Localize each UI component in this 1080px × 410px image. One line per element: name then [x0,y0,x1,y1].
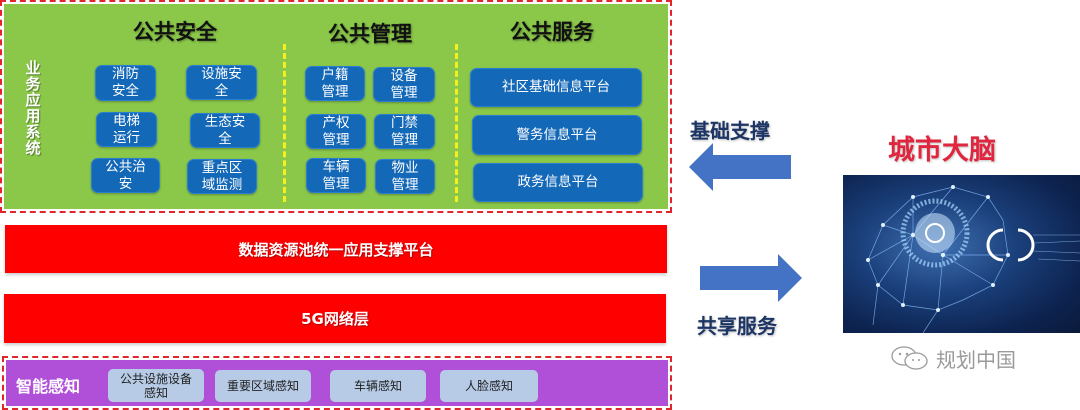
tile-label: 消防安全 [112,66,139,99]
tile-label: 公共治安 [105,158,146,192]
tile-facility-safety[interactable]: 设施安全 [186,65,257,100]
tile-label: 设备管理 [390,67,418,101]
tile-label: 户籍管理 [321,66,349,100]
watermark-text: 规划中国 [936,347,1016,372]
tile-property-services[interactable]: 物业管理 [375,159,435,194]
city-brain-image [843,175,1080,333]
business-apps-border [0,0,672,213]
side-label-text: 业务应用系统 [23,60,42,156]
tile-label: 政务信息平台 [517,174,599,190]
perception-item-vehicle[interactable]: 车辆感知 [330,370,426,402]
tile-government-info-platform[interactable]: 政务信息平台 [473,163,643,202]
left-arrow-icon [689,143,791,191]
tile-equipment-management[interactable]: 设备管理 [373,67,435,102]
network-layer: 5G网络层 [4,294,666,343]
tile-community-info-platform[interactable]: 社区基础信息平台 [470,68,642,107]
tile-elevator-operation[interactable]: 电梯运行 [96,112,157,147]
tile-label: 产权管理 [322,114,350,148]
city-brain-title: 城市大脑 [888,135,996,166]
data-platform-label: 数据资源池统一应用支撑平台 [238,240,434,259]
perception-item-label: 公共设施设备感知 [119,371,192,400]
tile-key-area-monitoring[interactable]: 重点区域监测 [187,159,257,194]
tile-property-rights[interactable]: 产权管理 [306,114,366,149]
section-title-public-management: 公共管理 [328,22,412,46]
tile-label: 生态安全 [204,113,246,147]
data-platform-layer: 数据资源池统一应用支撑平台 [5,225,667,273]
network-label: 5G网络层 [301,310,369,328]
arrow-label-shared-service: 共享服务 [697,314,777,338]
brain-network-illustration [866,185,1080,333]
perception-item-key-area[interactable]: 重要区域感知 [215,370,311,402]
perception-border [2,356,672,410]
tile-fire-safety[interactable]: 消防安全 [95,65,156,101]
tile-label: 门禁管理 [391,114,418,148]
tile-label: 电梯运行 [113,112,140,146]
perception-label: 智能感知 [16,377,81,396]
tile-access-control[interactable]: 门禁管理 [374,114,435,149]
perception-item-facility[interactable]: 公共设施设备感知 [108,369,204,402]
tile-label: 车辆管理 [322,158,350,192]
tile-public-order[interactable]: 公共治安 [91,158,160,193]
tile-label: 物业管理 [391,159,419,193]
tile-vehicle-management[interactable]: 车辆管理 [306,158,366,193]
divider-1 [283,44,286,202]
tile-police-info-platform[interactable]: 警务信息平台 [472,115,642,155]
tile-label: 社区基础信息平台 [502,79,610,95]
tile-household-registration[interactable]: 户籍管理 [305,66,365,101]
wechat-icon [891,346,928,370]
business-apps-side-label: 业务应用系统 [20,60,44,161]
perception-item-label: 车辆感知 [353,379,402,393]
section-title-public-service: 公共服务 [510,20,594,44]
divider-2 [455,44,458,202]
tile-label: 重点区域监测 [201,159,243,193]
perception-item-face[interactable]: 人脸感知 [440,370,538,402]
tile-label: 警务信息平台 [516,126,598,143]
watermark: 规划中国 [890,343,1016,373]
tile-label: 设施安全 [201,65,242,99]
perception-item-label: 重要区域感知 [226,379,299,393]
perception-item-label: 人脸感知 [464,379,513,393]
right-arrow-icon [700,254,802,302]
arrow-label-basic-support: 基础支撑 [690,119,770,143]
tile-ecological-safety[interactable]: 生态安全 [190,113,260,148]
section-title-public-safety: 公共安全 [133,20,217,44]
